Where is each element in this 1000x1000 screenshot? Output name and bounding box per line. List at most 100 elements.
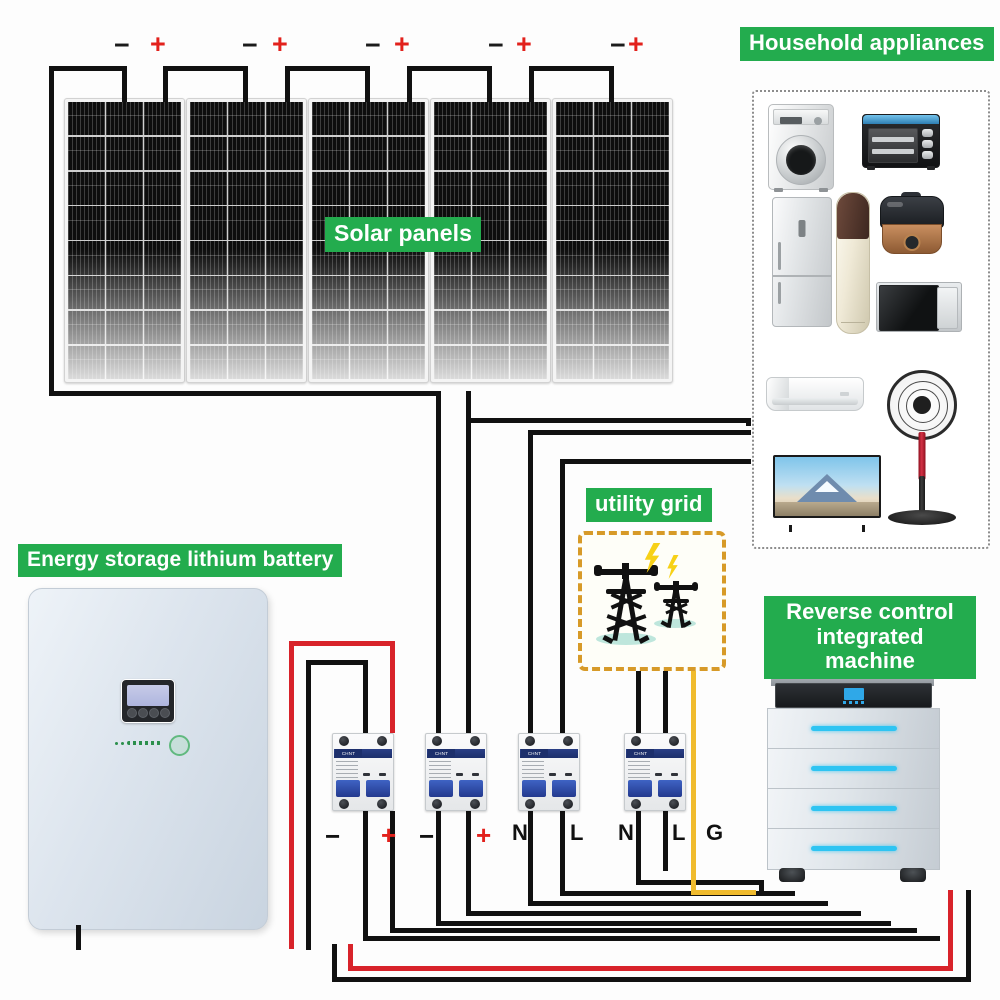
pedestal-fan-icon — [887, 370, 957, 530]
return-bus-6-left — [436, 733, 441, 926]
circuit-breaker-4[interactable]: CHNT — [624, 733, 686, 811]
solar-cell-grid — [68, 102, 181, 379]
reverse-control-label: Reverse control integrated machine — [764, 596, 976, 679]
breaker-3-label-right: L — [570, 820, 584, 845]
circuit-breaker-3[interactable]: CHNT — [518, 733, 580, 811]
array-dc-trunk-negative — [436, 391, 441, 733]
breaker-3-terminal-bot-right — [563, 799, 573, 809]
battery-button-4[interactable] — [160, 708, 170, 718]
battery-button-1[interactable] — [127, 708, 137, 718]
tower-battery-module-3 — [767, 788, 940, 830]
tower-lcd-screen — [843, 688, 864, 700]
transmission-pylon-large-icon — [594, 563, 658, 645]
breaker-4-label-right: L — [672, 820, 686, 845]
panel-3-negative-sign: − — [365, 30, 381, 60]
battery-power-indicator — [169, 735, 190, 756]
return-bus-outer-right — [966, 890, 971, 982]
battery-button-3[interactable] — [149, 708, 159, 718]
return-bus-1-bottom — [636, 880, 764, 885]
return-bus-7-bottom — [390, 928, 917, 933]
panel-1-bus-top — [49, 66, 127, 71]
television-icon — [773, 455, 881, 532]
return-bus-positive-right — [948, 890, 953, 971]
tower-battery-module-2 — [767, 748, 940, 790]
load-wire-c-vert — [560, 459, 565, 733]
solar-panel-2 — [186, 98, 307, 383]
panel-1-negative-sign: − — [114, 30, 130, 60]
load-wire-a-top — [466, 418, 751, 423]
breaker-2-terminal-top-left — [432, 736, 442, 746]
panel-5-negative-sign: − — [610, 30, 626, 60]
solar-panel-1 — [64, 98, 185, 383]
tower-control-display — [775, 683, 932, 708]
breaker-4-terminal-bot-right — [669, 799, 679, 809]
grid-neutral-wire — [636, 663, 641, 733]
battery-button-2[interactable] — [138, 708, 148, 718]
breaker-3-terminal-bot-left — [525, 799, 535, 809]
return-bus-2-left — [663, 811, 668, 871]
utility-grid-panel — [578, 531, 726, 671]
panel-2-positive-sign: + — [272, 29, 288, 59]
panel-4-bus-top — [407, 66, 492, 71]
breaker-2-terminal-top-right — [470, 736, 480, 746]
return-bus-8-bottom — [363, 936, 940, 941]
tower-caster-right — [900, 868, 926, 882]
panel-5-lead-right — [609, 66, 614, 102]
household-appliances-label: Household appliances — [740, 27, 994, 61]
battery-negative-wire-riser — [306, 660, 311, 950]
load-wire-b-top — [528, 430, 751, 435]
load-wire-c-top — [560, 459, 751, 464]
transmission-pylon-small-icon — [654, 581, 698, 629]
breaker-1-label-left: − — [325, 821, 341, 851]
battery-positive-wire-drop — [390, 641, 395, 733]
refrigerator-icon — [772, 197, 832, 327]
breaker-3-terminal-top-right — [563, 736, 573, 746]
circuit-breaker-1[interactable]: CHNT — [332, 733, 394, 811]
array-dc-trunk-positive — [466, 391, 471, 733]
battery-positive-wire-top — [289, 641, 395, 646]
panel-3-bus-top — [285, 66, 370, 71]
solar-panel-5 — [552, 98, 673, 383]
solar-panels-label: Solar panels — [325, 217, 481, 252]
panel-4-positive-sign: + — [516, 29, 532, 59]
lightning-bolt-small-icon — [667, 555, 679, 579]
return-bus-8-right — [935, 936, 940, 941]
breaker-2-terminal-bot-right — [470, 799, 480, 809]
tower-caster-left — [779, 868, 805, 882]
panel-2-lead-left — [163, 66, 168, 102]
battery-lead-left — [76, 925, 81, 950]
battery-positive-wire-riser — [289, 641, 294, 949]
return-bus-3-left — [560, 811, 565, 896]
return-bus-4-left — [528, 811, 533, 906]
breaker-4-terminal-bot-left — [631, 799, 641, 809]
return-bus-5-left — [466, 733, 471, 916]
grid-ground-wire-riser — [691, 663, 696, 895]
tower-battery-module-1 — [767, 708, 940, 750]
tower-air-conditioner-icon — [836, 192, 870, 334]
panel-1-positive-sign: + — [150, 29, 166, 59]
return-bus-5-right — [856, 911, 861, 916]
return-bus-6-right — [886, 921, 891, 926]
return-bus-1-left — [636, 811, 641, 885]
return-bus-positive-left — [348, 944, 353, 971]
return-bus-outer-bottom — [332, 977, 971, 982]
breaker-1-terminal-bot-right — [377, 799, 387, 809]
panel-4-lead-left — [407, 66, 412, 102]
breaker-2-terminal-bot-left — [432, 799, 442, 809]
return-bus-7-left — [390, 811, 395, 933]
energy-storage-label: Energy storage lithium battery — [18, 544, 343, 577]
battery-status-leds — [115, 741, 161, 745]
return-bus-1-right — [759, 880, 764, 892]
breaker-2-label-left: − — [419, 821, 435, 851]
breaker-3-terminal-top-left — [525, 736, 535, 746]
circuit-breaker-2[interactable]: CHNT — [425, 733, 487, 811]
breaker-3-label-left: N — [512, 820, 528, 845]
load-wire-a-riser — [746, 418, 751, 426]
return-bus-5-bottom — [466, 911, 861, 916]
panel-4-negative-sign: − — [488, 30, 504, 60]
panel-1-lead-left — [49, 66, 54, 396]
battery-negative-wire-top — [306, 660, 368, 665]
breaker-4-label-ground: G — [706, 820, 724, 845]
breaker-4-label-left: N — [618, 820, 634, 845]
